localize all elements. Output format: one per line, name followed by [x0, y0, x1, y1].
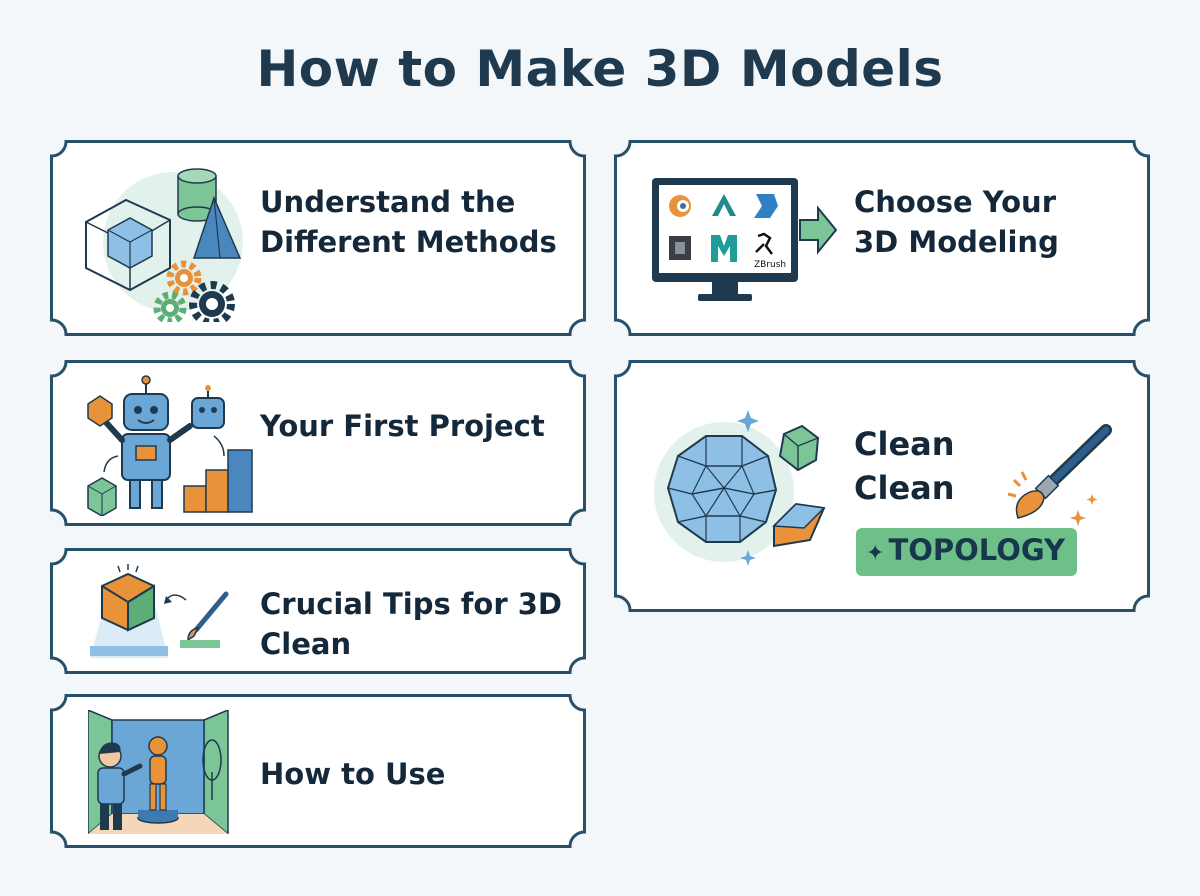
- card-label: Crucial Tips for 3D Clean: [260, 587, 562, 661]
- card-frame: [50, 360, 586, 526]
- card-first-project[interactable]: Your First Project: [50, 360, 586, 526]
- cube-and-brush-icon: [90, 564, 229, 658]
- card-choose-software[interactable]: ZBrush Choose Your 3D Modeling: [614, 140, 1150, 336]
- sparkle-icon: ✦: [866, 541, 885, 566]
- topology-badge: ✦TOPOLOGY: [856, 528, 1078, 576]
- card-how-to-use[interactable]: How to Use: [50, 694, 586, 848]
- robot-builder-icon: [87, 375, 253, 516]
- shapes-and-gears-icon: [85, 168, 243, 322]
- polyhedron-and-brush-icon: [654, 410, 826, 566]
- paintbrush-icon: [1007, 424, 1112, 526]
- card-crucial-tips[interactable]: Crucial Tips for 3D Clean: [50, 548, 586, 674]
- card-label: How to Use: [260, 757, 446, 791]
- zbrush-text: ZBrush: [754, 260, 786, 270]
- software-monitor-icon: ZBrush: [652, 178, 838, 301]
- card-label: Your First Project: [260, 409, 545, 443]
- page-title: How to Make 3D Models: [256, 40, 944, 98]
- card-label: Understand the Different Methods: [260, 185, 557, 259]
- card-label: Choose Your 3D Modeling: [854, 185, 1059, 259]
- card-understand-methods[interactable]: Understand the Different Methods: [50, 140, 586, 336]
- card-label: Clean Clean: [854, 425, 955, 507]
- card-clean-topology[interactable]: Clean Clean ✦TOPOLOGY: [614, 360, 1150, 612]
- person-and-figure-icon: [88, 710, 229, 834]
